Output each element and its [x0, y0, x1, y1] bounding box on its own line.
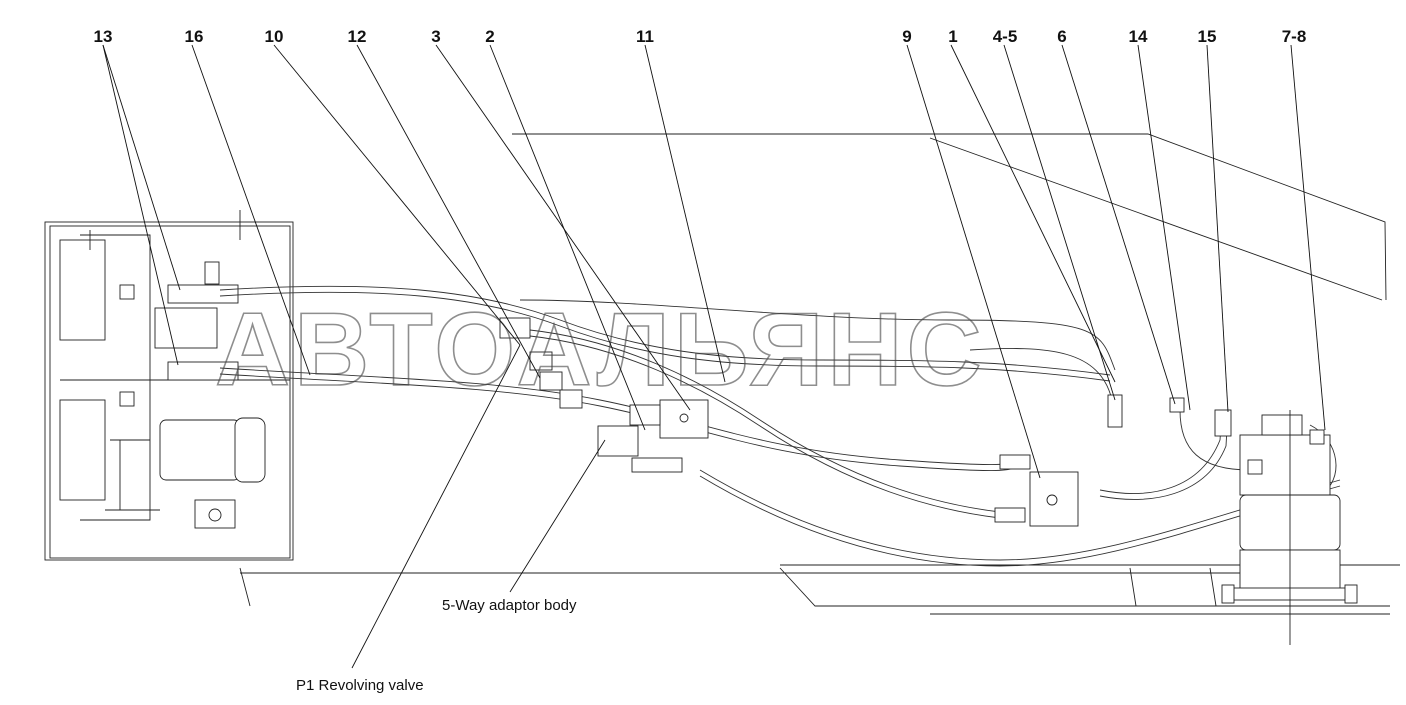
callout-3: 3	[431, 27, 440, 46]
rotary-joint	[1221, 410, 1358, 645]
callout-9: 9	[902, 27, 911, 46]
callout-14: 14	[1129, 27, 1148, 46]
callout-12: 12	[348, 27, 367, 46]
hose-bundle	[219, 285, 1341, 567]
chassis-outline	[239, 133, 1400, 615]
callout-4-5: 4-5	[993, 27, 1018, 46]
watermark: АВТОАЛЬЯНС	[215, 292, 986, 408]
callout-1: 1	[948, 27, 957, 46]
callout-15: 15	[1198, 27, 1217, 46]
pump-block	[44, 210, 294, 561]
callout-13: 13	[94, 27, 113, 46]
valve-components	[499, 317, 1232, 527]
callout-2: 2	[485, 27, 494, 46]
callout-7-8: 7-8	[1282, 27, 1307, 46]
caption-adaptor-body: 5-Way adaptor body	[442, 597, 577, 614]
caption-revolving-valve: P1 Revolving valve	[296, 677, 424, 694]
callout-16: 16	[185, 27, 204, 46]
callout-11: 11	[636, 27, 654, 46]
callout-labels: 13 16 10 12 3 2 11 9 1 4-5 6 14 15 7-8	[94, 27, 1307, 46]
leader-lines	[102, 44, 1326, 669]
callout-10: 10	[265, 27, 284, 46]
callout-6: 6	[1057, 27, 1066, 46]
